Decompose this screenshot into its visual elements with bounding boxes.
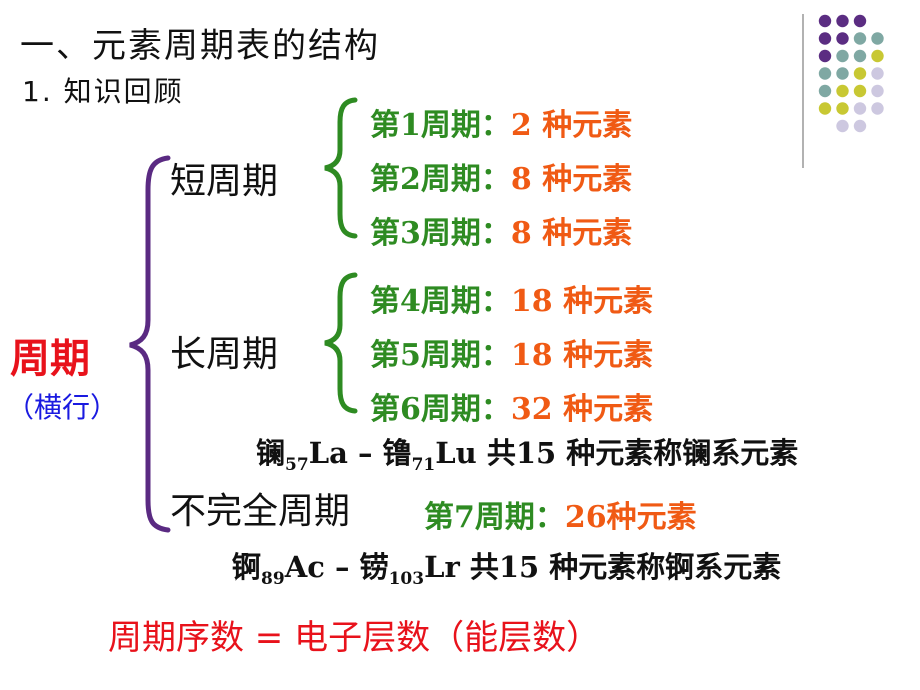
element-count: 18 种元素 bbox=[510, 338, 654, 373]
period-name: 第3周期： bbox=[370, 216, 511, 251]
decor-dot bbox=[836, 84, 849, 98]
decor-dot bbox=[853, 32, 867, 45]
decor-dot bbox=[818, 32, 832, 45]
decor-dot bbox=[853, 14, 867, 28]
decor-dot bbox=[818, 84, 832, 98]
lutetium-char: 镥 bbox=[382, 436, 412, 470]
period-name: 第6周期： bbox=[370, 392, 511, 427]
decor-dot bbox=[853, 67, 867, 80]
decor-dot bbox=[853, 84, 867, 98]
actinide-text: 共15 种元素称锕系元素 bbox=[459, 550, 782, 584]
lutetium-symbol: Lu bbox=[435, 436, 477, 470]
period-row-7: 第7周期：26种元素 bbox=[424, 492, 697, 536]
decor-dot bbox=[871, 32, 884, 45]
decor-dot bbox=[836, 32, 849, 45]
period-brace bbox=[129, 155, 171, 533]
period-row-4: 第4周期：18 种元素 bbox=[370, 276, 653, 320]
decor-dot bbox=[836, 102, 849, 115]
page-subtitle: 1. 知识回顾 bbox=[22, 75, 184, 108]
lawrencium-number: 103 bbox=[388, 568, 425, 589]
decor-dot bbox=[853, 119, 867, 133]
decor-dot bbox=[818, 14, 832, 28]
period-name: 第5周期： bbox=[370, 338, 511, 373]
period-formula: 周期序数 = 电子层数（能层数） bbox=[108, 618, 601, 658]
decor-dot bbox=[836, 49, 849, 63]
dot-grid-icon bbox=[818, 14, 884, 133]
decor-dot bbox=[818, 67, 832, 80]
period-note: （横行） bbox=[6, 391, 119, 424]
lanthanum-char: 镧 bbox=[256, 436, 286, 470]
range-dash: – bbox=[324, 550, 360, 584]
lawrencium-symbol: Lr bbox=[424, 550, 460, 584]
period-name: 第1周期： bbox=[370, 108, 511, 143]
lanthanide-note: 镧57La – 镥71Lu 共15 种元素称镧系元素 bbox=[256, 430, 798, 475]
short-period-brace bbox=[324, 97, 358, 239]
decor-dot bbox=[871, 67, 884, 80]
period-name: 第7周期： bbox=[424, 500, 565, 535]
lanthanide-text: 共15 种元素称镧系元素 bbox=[476, 436, 799, 470]
page-title: 一、元素周期表的结构 bbox=[20, 26, 380, 66]
lanthanum-symbol: La bbox=[308, 436, 348, 470]
actinide-note: 锕89Ac – 铹103Lr 共15 种元素称锕系元素 bbox=[232, 544, 781, 589]
element-count: 18 种元素 bbox=[510, 284, 654, 319]
decor-dot bbox=[871, 49, 884, 63]
decor-dot bbox=[836, 67, 849, 80]
period-row-3: 第3周期：8 种元素 bbox=[370, 208, 632, 252]
period-label: 周期 bbox=[10, 336, 90, 382]
decor-dot bbox=[871, 102, 884, 115]
period-row-6: 第6周期：32 种元素 bbox=[370, 384, 653, 428]
long-period-label: 长周期 bbox=[170, 334, 279, 375]
long-period-brace bbox=[324, 272, 358, 414]
lutetium-number: 71 bbox=[411, 454, 436, 475]
actinium-char: 锕 bbox=[232, 550, 262, 584]
range-dash: – bbox=[347, 436, 383, 470]
decor-dot bbox=[871, 84, 884, 98]
element-count: 8 种元素 bbox=[510, 216, 633, 251]
incomplete-period-label: 不完全周期 bbox=[170, 491, 351, 532]
actinium-number: 89 bbox=[261, 568, 285, 589]
decor-dot bbox=[853, 102, 867, 115]
actinium-symbol: Ac bbox=[284, 550, 325, 584]
element-count: 32 种元素 bbox=[510, 392, 654, 427]
element-count: 26种元素 bbox=[564, 500, 697, 535]
lawrencium-char: 铹 bbox=[359, 550, 389, 584]
period-row-5: 第5周期：18 种元素 bbox=[370, 330, 653, 374]
decor-dot bbox=[818, 102, 832, 115]
period-row-2: 第2周期：8 种元素 bbox=[370, 154, 632, 198]
element-count: 2 种元素 bbox=[510, 108, 633, 143]
element-count: 8 种元素 bbox=[510, 162, 633, 197]
lanthanum-number: 57 bbox=[285, 454, 309, 475]
decor-dot bbox=[853, 49, 867, 63]
decor-dot bbox=[836, 119, 849, 133]
decor-dot bbox=[836, 14, 849, 28]
period-row-1: 第1周期：2 种元素 bbox=[370, 100, 632, 144]
period-name: 第2周期： bbox=[370, 162, 511, 197]
period-name: 第4周期： bbox=[370, 284, 511, 319]
short-period-label: 短周期 bbox=[170, 161, 279, 202]
decor-dot bbox=[818, 49, 832, 63]
